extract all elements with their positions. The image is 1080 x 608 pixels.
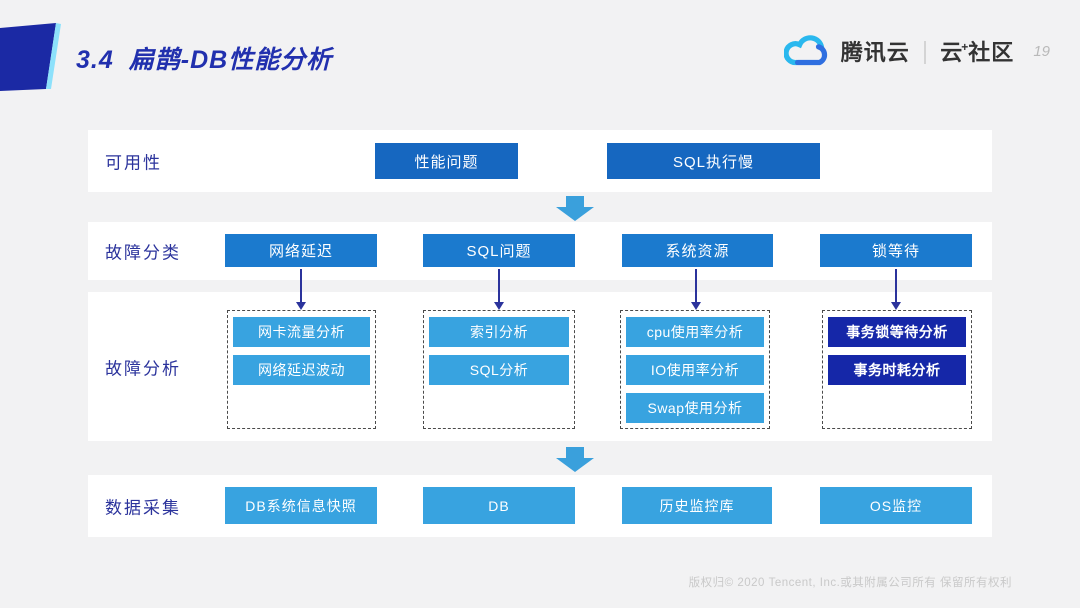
analysis-group-sql: 索引分析 SQL分析 — [423, 310, 575, 429]
node-transaction-time-analysis: 事务时耗分析 — [828, 355, 966, 385]
row-availability: 可用性 性能问题 SQL执行慢 — [88, 130, 992, 192]
analysis-group-network: 网卡流量分析 网络延迟波动 — [227, 310, 376, 429]
title-text: 扁鹊-DB性能分析 — [128, 46, 333, 74]
row-data-collection-label: 数据采集 — [105, 498, 181, 518]
row-fault-analysis: 故障分析 网卡流量分析 网络延迟波动 索引分析 SQL分析 cpu使用率分析 I… — [88, 292, 992, 441]
page-title: 3.4 扁鹊-DB性能分析 — [76, 40, 332, 76]
section-number: 3.4 — [76, 46, 114, 74]
copyright-text: 版权归© 2020 Tencent, Inc.或其附属公司所有 保留所有权利 — [688, 577, 1012, 589]
node-performance-issue: 性能问题 — [375, 143, 518, 179]
analysis-group-lock: 事务锁等待分析 事务时耗分析 — [822, 310, 972, 429]
row-fault-category: 故障分类 网络延迟 SQL问题 系统资源 锁等待 — [88, 222, 992, 280]
connector-arrow — [295, 269, 307, 311]
node-system-resource: 系统资源 — [622, 234, 773, 267]
node-lock-wait: 锁等待 — [820, 234, 972, 267]
node-nic-traffic-analysis: 网卡流量分析 — [233, 317, 370, 347]
community-name: 云+社区 — [940, 40, 1015, 65]
row-fault-category-label: 故障分类 — [105, 243, 181, 263]
node-cpu-usage-analysis: cpu使用率分析 — [626, 317, 764, 347]
analysis-group-system: cpu使用率分析 IO使用率分析 Swap使用分析 — [620, 310, 770, 429]
node-transaction-lock-wait-analysis: 事务锁等待分析 — [828, 317, 966, 347]
node-index-analysis: 索引分析 — [429, 317, 569, 347]
tencent-cloud-logo: 腾讯云 | 云+社区 19 — [783, 34, 1050, 68]
node-network-latency: 网络延迟 — [225, 234, 377, 267]
cloud-icon — [783, 35, 827, 66]
node-db: DB — [423, 487, 575, 524]
header-accent-shape — [0, 23, 61, 91]
flow-down-arrow-icon — [556, 196, 594, 221]
row-availability-label: 可用性 — [105, 153, 162, 173]
row-data-collection: 数据采集 DB系统信息快照 DB 历史监控库 OS监控 — [88, 475, 992, 537]
node-sql-problem: SQL问题 — [423, 234, 575, 267]
node-network-latency-jitter: 网络延迟波动 — [233, 355, 370, 385]
connector-arrow — [690, 269, 702, 311]
node-db-system-snapshot: DB系统信息快照 — [225, 487, 377, 524]
row-fault-analysis-label: 故障分析 — [105, 359, 181, 378]
connector-arrow — [890, 269, 902, 311]
node-sql-analysis: SQL分析 — [429, 355, 569, 385]
flow-down-arrow-icon — [556, 447, 594, 472]
node-history-monitor-db: 历史监控库 — [622, 487, 772, 524]
node-sql-slow: SQL执行慢 — [607, 143, 820, 179]
node-swap-usage-analysis: Swap使用分析 — [626, 393, 764, 423]
node-os-monitor: OS监控 — [820, 487, 972, 524]
connector-arrow — [493, 269, 505, 311]
brand-name: 腾讯云 — [840, 40, 910, 65]
page-number: 19 — [1033, 42, 1050, 60]
node-io-usage-analysis: IO使用率分析 — [626, 355, 764, 385]
logo-divider: | — [921, 36, 929, 65]
